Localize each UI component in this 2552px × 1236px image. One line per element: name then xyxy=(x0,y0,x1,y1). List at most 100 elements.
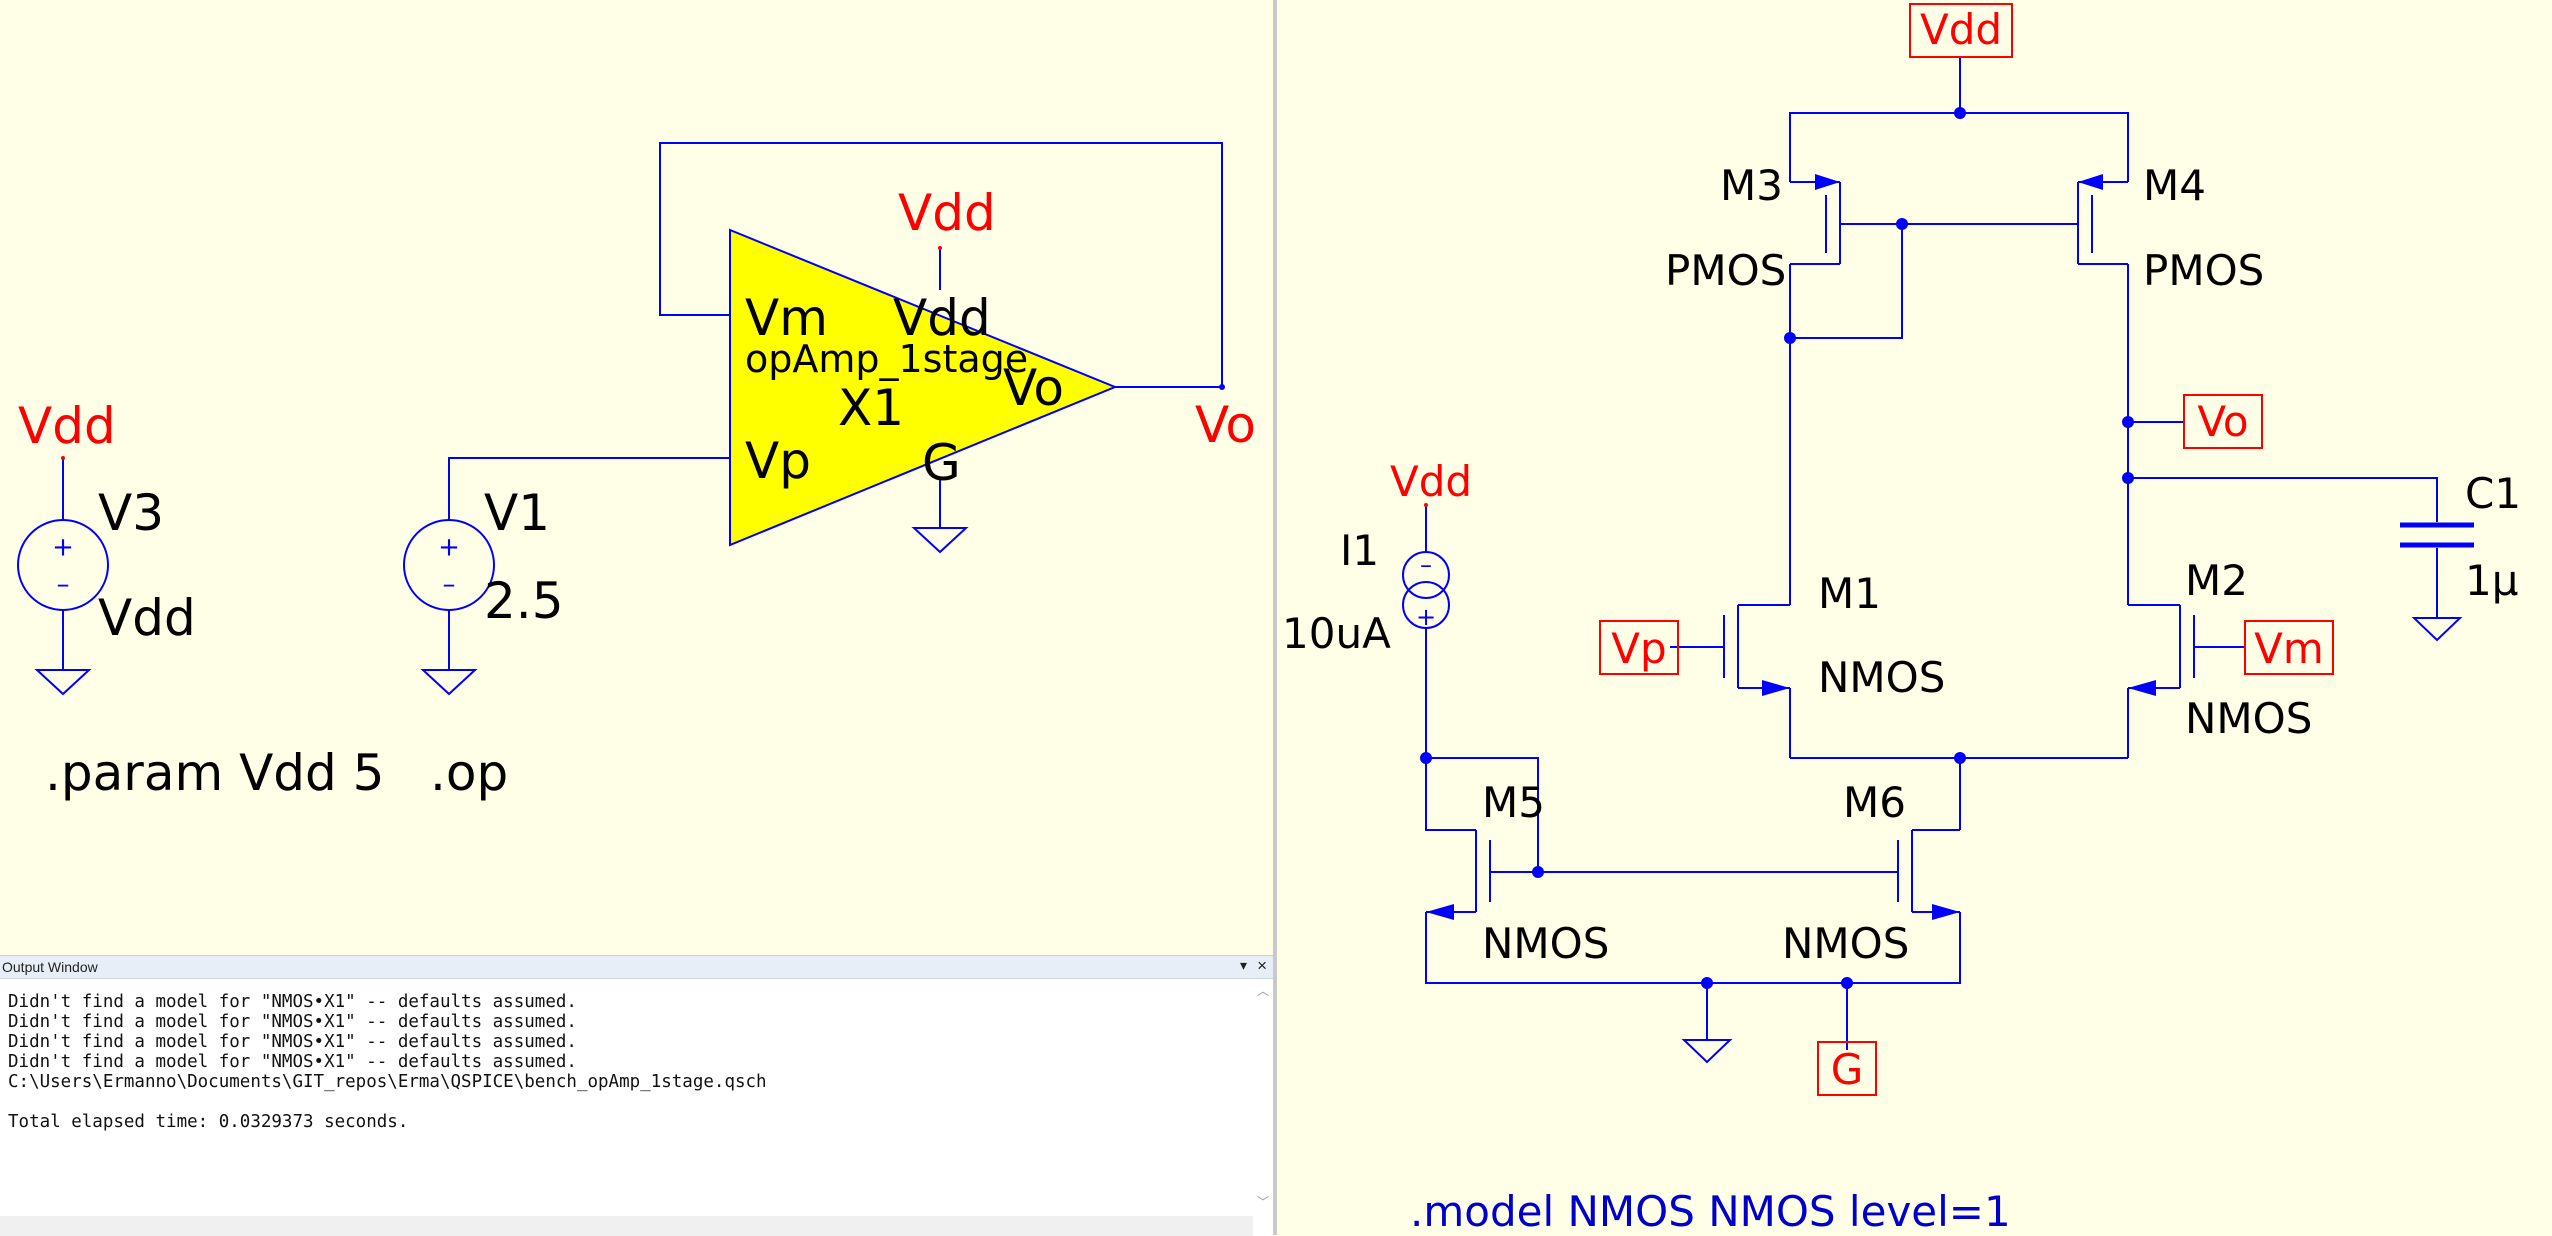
junction-dot xyxy=(1701,977,1713,989)
port-vdd-box[interactable] xyxy=(1909,3,2013,58)
diode-connect-wire[interactable] xyxy=(1790,224,1903,339)
m5-name[interactable]: M5 xyxy=(1482,778,1545,827)
net-label-vdd-v3[interactable]: Vdd xyxy=(18,397,116,455)
junction-dot xyxy=(1841,977,1853,989)
i1-top-dot xyxy=(1424,503,1428,507)
vertical-scrollbar[interactable]: ︿ ﹀ xyxy=(1253,980,1273,1210)
v3-plus-icon: + xyxy=(52,533,74,563)
v3-value[interactable]: Vdd xyxy=(98,589,196,647)
log-line: C:\Users\Ermanno\Documents\GIT_repos\Erm… xyxy=(8,1072,767,1092)
opamp-pin-vp: Vp xyxy=(745,432,811,490)
chevron-down-icon[interactable]: ▾ xyxy=(1239,957,1247,973)
m6-name[interactable]: M6 xyxy=(1843,778,1906,827)
i1-plus-icon: + xyxy=(1416,603,1436,631)
m2-name[interactable]: M2 xyxy=(2185,556,2248,605)
ground-icon xyxy=(420,669,478,696)
m4-model[interactable]: PMOS xyxy=(2143,246,2264,295)
op-directive[interactable]: .op xyxy=(430,744,508,802)
i1-minus-icon: – xyxy=(1420,551,1432,579)
junction-dot xyxy=(1954,107,1966,119)
m3-arrow-icon xyxy=(1815,174,1840,190)
m3-model[interactable]: PMOS xyxy=(1665,246,1786,295)
ground-icon xyxy=(1681,1039,1733,1064)
ground-icon xyxy=(2411,617,2463,642)
m3-name[interactable]: M3 xyxy=(1720,161,1783,210)
v1-minus-icon: – xyxy=(443,570,456,600)
param-directive[interactable]: .param Vdd 5 xyxy=(45,744,384,802)
v1-value[interactable]: 2.5 xyxy=(484,572,564,630)
m6-arrow-icon xyxy=(1932,904,1960,920)
m2-model[interactable]: NMOS xyxy=(2185,694,2312,743)
v3-top-dot xyxy=(61,456,65,460)
i1-name[interactable]: I1 xyxy=(1340,526,1379,575)
m5-arrow-icon xyxy=(1426,904,1454,920)
log-line: Didn't find a model for "NMOS•X1" -- def… xyxy=(8,1032,577,1052)
m1-model[interactable]: NMOS xyxy=(1818,653,1945,702)
junction-dot xyxy=(1420,752,1432,764)
port-vdd-label: Vdd xyxy=(1920,5,2002,54)
net-label-vo[interactable]: Vo xyxy=(1195,396,1256,454)
opamp-instance-name[interactable]: X1 xyxy=(838,379,904,437)
scroll-up-icon[interactable]: ︿ xyxy=(1257,984,1270,998)
port-vm-label: Vm xyxy=(2254,624,2324,673)
m1-arrow-icon xyxy=(1762,680,1790,696)
log-line xyxy=(8,1092,767,1112)
vo-dot xyxy=(1219,384,1225,390)
v1-plus-icon: + xyxy=(438,533,460,563)
c1-value[interactable]: 1μ xyxy=(2465,556,2518,605)
scroll-down-icon[interactable]: ﹀ xyxy=(1257,1195,1270,1209)
v1-name[interactable]: V1 xyxy=(484,484,550,542)
junction-dot xyxy=(1532,866,1544,878)
port-vp-label: Vp xyxy=(1611,624,1666,673)
top-rail-wire[interactable] xyxy=(1789,112,2129,182)
feedback-wire[interactable] xyxy=(659,142,1223,388)
m6-model[interactable]: NMOS xyxy=(1782,919,1909,968)
opamp-pin-g: G xyxy=(922,434,961,492)
output-window-titlebar[interactable]: Output Window ▾ × xyxy=(0,956,1273,979)
m4-arrow-icon xyxy=(2078,174,2103,190)
net-label-vdd[interactable]: Vdd xyxy=(898,184,996,242)
port-vo-label: Vo xyxy=(2197,397,2248,446)
v3-name[interactable]: V3 xyxy=(98,484,164,542)
m5-model[interactable]: NMOS xyxy=(1482,919,1609,968)
junction-dot xyxy=(1784,332,1796,344)
pane-splitter[interactable] xyxy=(1273,0,1277,1235)
close-icon[interactable]: × xyxy=(1257,956,1267,975)
horizontal-scrollbar[interactable] xyxy=(0,1216,1253,1236)
i1-value[interactable]: 10uA xyxy=(1282,609,1391,658)
m1-name[interactable]: M1 xyxy=(1818,569,1881,618)
ground-icon xyxy=(34,669,92,696)
junction-dot xyxy=(1954,752,1966,764)
junction-dot xyxy=(1896,218,1908,230)
c1-name[interactable]: C1 xyxy=(2465,469,2521,518)
right-schematic-canvas[interactable]: – + Vdd Vo Vp Vm G Vdd M3 PMOS M4 PMOS M… xyxy=(1277,0,2552,1235)
ground-rail-wire[interactable] xyxy=(1425,912,1961,984)
output-window-title: Output Window xyxy=(2,959,98,975)
junction-dot xyxy=(2122,472,2134,484)
port-g-box[interactable] xyxy=(1817,1041,1877,1096)
port-g-label: G xyxy=(1831,1045,1864,1094)
m2-arrow-icon xyxy=(2128,680,2156,696)
port-vo-box[interactable] xyxy=(2183,394,2263,449)
opamp-pin-vm: Vm xyxy=(745,289,828,347)
vp-wire[interactable] xyxy=(448,457,730,520)
log-line: Didn't find a model for "NMOS•X1" -- def… xyxy=(8,992,577,1012)
v3-minus-icon: – xyxy=(57,570,70,600)
left-schematic-canvas[interactable]: + – + – Vdd Vm Vdd opAmp_1stage Vo X1 Vp… xyxy=(0,0,1273,952)
log-line: Didn't find a model for "NMOS•X1" -- def… xyxy=(8,1012,577,1032)
opamp-symbol[interactable] xyxy=(729,228,1118,547)
m4-name[interactable]: M4 xyxy=(2143,161,2206,210)
output-log[interactable]: Didn't find a model for "NMOS•X1" -- def… xyxy=(8,992,767,1132)
i1-circle-top xyxy=(1402,551,1450,599)
log-line: Total elapsed time: 0.0329373 seconds. xyxy=(8,1112,409,1132)
c1-top-wire[interactable] xyxy=(2128,477,2438,522)
m5-drain-wire[interactable] xyxy=(1426,757,1539,872)
port-vm-box[interactable] xyxy=(2244,620,2334,675)
m5-drain-link[interactable] xyxy=(1425,758,1476,831)
right-schematic-pane[interactable]: – + Vdd Vo Vp Vm G Vdd M3 PMOS M4 PMOS M… xyxy=(1277,0,2552,1235)
left-schematic-pane[interactable]: + – + – Vdd Vm Vdd opAmp_1stage Vo X1 Vp… xyxy=(0,0,1273,952)
model-directive[interactable]: .model NMOS NMOS level=1 xyxy=(1410,1187,2011,1235)
ground-icon xyxy=(911,527,969,554)
i1-net-label[interactable]: Vdd xyxy=(1390,457,1472,506)
port-vp-box[interactable] xyxy=(1599,620,1679,675)
